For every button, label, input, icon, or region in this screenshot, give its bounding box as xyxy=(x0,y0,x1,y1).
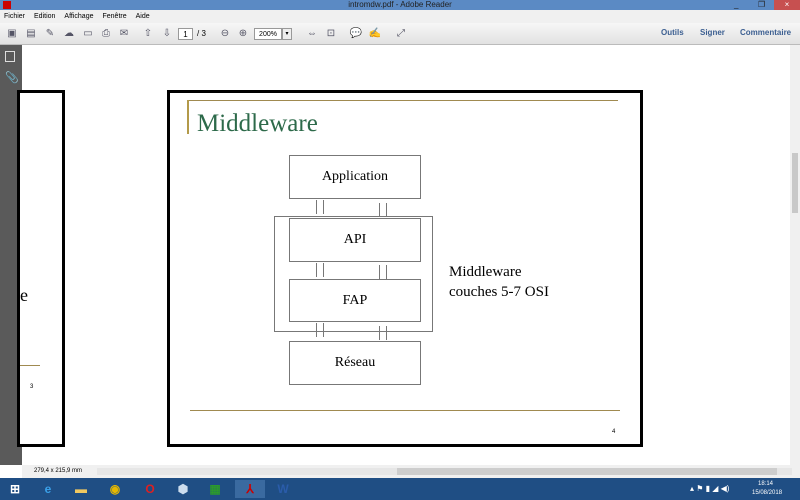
adobe-reader-taskbar-icon[interactable]: ⅄ xyxy=(235,480,265,498)
navigation-pane: 📎 xyxy=(0,45,22,465)
osi-layers-label: couches 5-7 OSI xyxy=(449,284,549,300)
menu-fenetre[interactable]: Fenêtre xyxy=(102,13,127,20)
store-icon[interactable]: ▦ xyxy=(209,482,221,496)
create-pdf-icon[interactable]: ▤ xyxy=(26,28,36,39)
middleware-label: Middleware xyxy=(449,264,522,280)
application-box: Application xyxy=(289,155,421,199)
print-icon[interactable]: ⎙ xyxy=(102,28,110,39)
zoom-out-icon[interactable]: ⊖ xyxy=(220,28,230,39)
up-arrow xyxy=(379,265,387,279)
pages-icon[interactable] xyxy=(5,51,15,62)
comment-icon[interactable]: 💬 xyxy=(349,28,363,39)
file-explorer-icon[interactable]: ▬ xyxy=(75,482,87,496)
vertical-scrollbar[interactable] xyxy=(790,45,800,465)
page-number-input[interactable]: 1 xyxy=(178,28,193,40)
down-arrow xyxy=(316,323,324,337)
menu-fichier[interactable]: Fichier xyxy=(4,13,26,20)
middleware-container xyxy=(274,216,433,332)
fullscreen-icon[interactable]: ⤢ xyxy=(397,28,405,39)
scrollbar-thumb[interactable] xyxy=(792,153,798,213)
page-number: 3 xyxy=(30,384,34,390)
zoom-in-icon[interactable]: ⊕ xyxy=(238,28,248,39)
up-arrow xyxy=(379,326,387,340)
document-view: e 3 Middleware Application API FAP Résea… xyxy=(17,45,790,465)
page-text-fragment: e xyxy=(20,285,28,305)
pdf-page-3: e 3 xyxy=(17,90,65,447)
previous-page-icon[interactable]: ⇧ xyxy=(143,28,153,39)
clock-date[interactable]: 15/08/2018 xyxy=(752,490,783,496)
word-icon[interactable]: W xyxy=(277,482,289,496)
minimize-button[interactable]: _ xyxy=(734,0,739,9)
page-number: 4 xyxy=(612,429,616,435)
menu-aide[interactable]: Aide xyxy=(135,13,150,20)
toolbar: ▣ ▤ ✎ ☁ ▭ ⎙ ✉ ⇧ ⇩ 1 / 3 ⊖ ⊕ 200% ▾ ⇔ ⊡ 💬… xyxy=(0,23,800,45)
tools-link[interactable]: Outils xyxy=(661,28,684,37)
open-icon[interactable]: ▣ xyxy=(7,28,17,39)
start-button[interactable]: ⊞ xyxy=(9,482,21,496)
highlight-icon[interactable]: ✍ xyxy=(368,28,382,39)
up-arrow xyxy=(379,203,387,217)
next-page-icon[interactable]: ⇩ xyxy=(162,28,172,39)
app-icon[interactable]: ⬢ xyxy=(177,482,189,496)
zoom-input[interactable]: 200% xyxy=(254,28,282,40)
attachment-icon[interactable]: 📎 xyxy=(5,72,19,84)
save-icon[interactable]: ▭ xyxy=(83,28,93,39)
footer-line xyxy=(20,365,40,366)
menu-edition[interactable]: Edition xyxy=(34,13,56,20)
horizontal-scrollbar[interactable] xyxy=(97,468,792,475)
clock-time[interactable]: 18:14 xyxy=(758,481,774,487)
menu-affichage[interactable]: Affichage xyxy=(64,13,94,20)
maximize-button[interactable]: ❐ xyxy=(758,0,766,9)
down-arrow xyxy=(316,200,324,214)
title-accent xyxy=(187,100,189,134)
header-line xyxy=(187,100,618,101)
scrollbar-thumb[interactable] xyxy=(397,468,777,475)
reseau-box: Réseau xyxy=(289,341,421,385)
adobe-reader-icon xyxy=(3,1,11,9)
chrome-icon[interactable]: ◉ xyxy=(109,482,121,496)
fit-width-icon[interactable]: ⇔ xyxy=(307,28,317,39)
fap-box: FAP xyxy=(289,279,421,322)
sign-link[interactable]: Signer xyxy=(700,28,725,37)
system-tray-icons[interactable]: ▴ ⚑ ▮ ◢ ◀) xyxy=(690,484,730,493)
page-size: 279,4 x 215,9 mm xyxy=(34,468,83,474)
email-icon[interactable]: ✉ xyxy=(119,28,129,39)
menu-bar: Fichier Edition Affichage Fenêtre Aide xyxy=(0,10,800,23)
cloud-upload-icon[interactable]: ☁ xyxy=(64,28,74,39)
opera-icon[interactable]: O xyxy=(145,482,155,496)
slide-title: Middleware xyxy=(197,110,318,137)
window-title: intromdw.pdf - Adobe Reader xyxy=(348,0,452,9)
title-bar: intromdw.pdf - Adobe Reader _ ❐ × xyxy=(0,0,800,10)
fit-page-icon[interactable]: ⊡ xyxy=(326,28,336,39)
status-bar: 279,4 x 215,9 mm xyxy=(22,465,800,478)
zoom-dropdown-icon[interactable]: ▾ xyxy=(282,28,292,40)
internet-explorer-icon[interactable]: e xyxy=(44,482,52,496)
footer-line xyxy=(190,410,620,411)
comment-link[interactable]: Commentaire xyxy=(740,28,792,37)
close-button[interactable]: × xyxy=(774,0,800,10)
pdf-page-4: Middleware Application API FAP Réseau Mi… xyxy=(167,90,643,447)
edit-icon[interactable]: ✎ xyxy=(45,28,55,39)
api-box: API xyxy=(289,218,421,262)
taskbar: ⊞ e ▬ ◉ O ⬢ ▦ ⅄ W ▴ ⚑ ▮ ◢ ◀) 18:14 15/08… xyxy=(0,478,800,500)
page-total: / 3 xyxy=(197,29,206,38)
down-arrow xyxy=(316,263,324,277)
